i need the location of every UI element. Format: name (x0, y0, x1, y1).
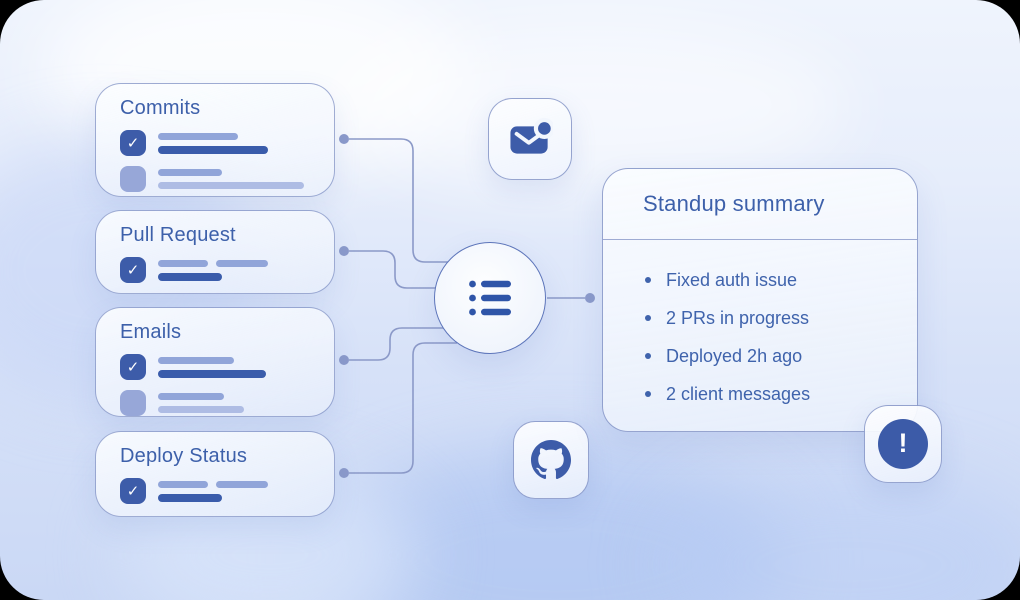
card-pull-request: Pull Request ✓ (95, 210, 335, 294)
summary-item-text: Fixed auth issue (666, 269, 798, 290)
github-tile (513, 421, 589, 499)
summary-item-text: 2 PRs in progress (666, 307, 810, 328)
exclamation-icon: ! (878, 419, 928, 469)
placeholder-bar (158, 481, 208, 488)
checkbox-unchecked (120, 166, 146, 192)
summary-card: Standup summary Fixed auth issue 2 PRs i… (602, 168, 918, 432)
connector-pull-request (349, 250, 436, 289)
card-title: Emails (120, 321, 182, 343)
summary-title: Standup summary (643, 191, 825, 216)
connector-dot (585, 293, 595, 303)
placeholder-bar (158, 494, 222, 502)
connector-dot (339, 468, 349, 478)
connector-deploy (349, 342, 457, 474)
cloud-decoration (330, 20, 850, 190)
checklist-row: ✓ (120, 130, 312, 156)
placeholder-bar (216, 260, 268, 267)
connector-dot (339, 246, 349, 256)
placeholder-bar-row (158, 481, 268, 488)
connector-emails (349, 327, 444, 361)
card-deploy-status: Deploy Status ✓ (95, 431, 335, 517)
placeholder-bar (158, 370, 266, 378)
placeholder-bar (216, 481, 268, 488)
connector-dot (339, 355, 349, 365)
checklist-row (120, 390, 312, 416)
summary-item-text: Deployed 2h ago (666, 345, 803, 366)
placeholder-bar (158, 393, 224, 400)
checkbox-checked: ✓ (120, 130, 146, 156)
bullet-dot (645, 353, 651, 359)
placeholder-bar (158, 273, 222, 281)
placeholder-bar (158, 260, 208, 267)
placeholder-bar (158, 169, 222, 176)
placeholder-bars (158, 478, 268, 502)
bullet-dot (645, 277, 651, 283)
placeholder-bar (158, 133, 238, 140)
summary-item: 2 PRs in progress (645, 307, 893, 329)
checkbox-checked: ✓ (120, 354, 146, 380)
placeholder-bar (158, 406, 244, 413)
checklist-row: ✓ (120, 478, 312, 504)
check-icon: ✓ (126, 134, 140, 152)
cloud-decoration (660, 470, 1020, 600)
summary-list: Fixed auth issue 2 PRs in progress Deplo… (603, 240, 917, 405)
checklist-row: ✓ (120, 257, 312, 283)
card-title: Commits (120, 97, 201, 119)
checkbox-unchecked (120, 390, 146, 416)
connector-dot (339, 134, 349, 144)
hub-node (434, 242, 546, 354)
mail-notification-icon (510, 117, 553, 154)
bullet-dot (645, 391, 651, 397)
summary-item: 2 client messages (645, 383, 893, 405)
checkbox-checked: ✓ (120, 257, 146, 283)
summary-item-text: 2 client messages (666, 383, 811, 404)
placeholder-bar (158, 182, 304, 189)
list-icon (469, 280, 511, 316)
placeholder-bars (158, 166, 304, 189)
placeholder-bar-row (158, 260, 268, 267)
placeholder-bar (158, 357, 234, 364)
summary-item: Fixed auth issue (645, 269, 893, 291)
summary-item: Deployed 2h ago (645, 345, 893, 367)
alert-tile: ! (864, 405, 942, 483)
checklist-row (120, 166, 312, 192)
placeholder-bar (158, 146, 268, 154)
checklist-row: ✓ (120, 354, 312, 380)
card-emails: Emails ✓ (95, 307, 335, 417)
mail-tile (488, 98, 572, 180)
placeholder-bars (158, 390, 244, 413)
card-title: Pull Request (120, 224, 236, 246)
placeholder-bars (158, 257, 268, 281)
summary-header: Standup summary (603, 169, 917, 240)
bullet-dot (645, 315, 651, 321)
check-icon: ✓ (126, 261, 140, 279)
placeholder-bars (158, 130, 268, 154)
github-icon (531, 440, 571, 480)
connector-commits (349, 138, 448, 263)
checkbox-checked: ✓ (120, 478, 146, 504)
check-icon: ✓ (126, 482, 140, 500)
check-icon: ✓ (126, 358, 140, 376)
card-title: Deploy Status (120, 445, 248, 467)
exclamation-glyph: ! (898, 427, 908, 458)
placeholder-bars (158, 354, 266, 378)
card-commits: Commits ✓ (95, 83, 335, 197)
